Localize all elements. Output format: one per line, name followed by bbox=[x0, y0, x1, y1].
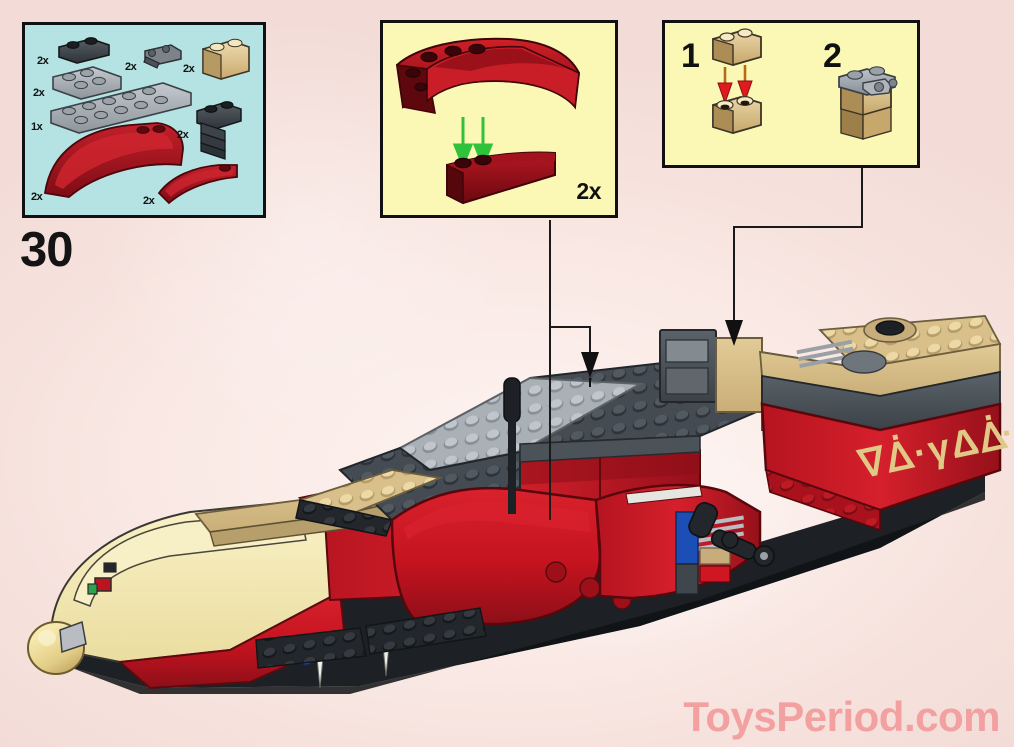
leader-line-b-horizontal bbox=[733, 226, 863, 228]
part-qty-5: 1x bbox=[31, 121, 43, 133]
piece-large-curved-slope bbox=[395, 37, 581, 115]
part-qty-2: 2x bbox=[125, 61, 137, 73]
leader-line-a-branch bbox=[589, 326, 591, 354]
sub-step-1-number: 1 bbox=[681, 37, 700, 75]
piece-small-curved-slope bbox=[446, 151, 556, 205]
sub-assembly-b-illustration bbox=[712, 28, 898, 140]
part-qty-3: 2x bbox=[183, 63, 195, 75]
step1-lower-brick bbox=[712, 95, 762, 134]
part-grey-plate-2x8 bbox=[50, 82, 192, 134]
sub-assembly-box-a: 2x bbox=[380, 20, 618, 218]
step2-result bbox=[838, 66, 898, 140]
sub-assembly-a-qty: 2x bbox=[576, 178, 601, 204]
leader-line-a-vertical bbox=[549, 220, 551, 520]
part-qty-1: 2x bbox=[37, 55, 49, 67]
leader-arrow-b bbox=[725, 320, 743, 346]
step1-arrows bbox=[717, 65, 753, 105]
part-qty-6: 2x bbox=[177, 129, 189, 141]
part-dark-bracket bbox=[196, 101, 242, 160]
sub-assembly-box-b: 1 2 bbox=[662, 20, 920, 168]
part-qty-7: 2x bbox=[31, 191, 43, 203]
leader-arrow-a-tail bbox=[589, 378, 591, 387]
sub-assembly-a-illustration bbox=[395, 37, 581, 205]
leader-line-b-vertical bbox=[733, 226, 735, 322]
part-red-curved-slope-small bbox=[157, 164, 238, 205]
parts-inventory-illustration bbox=[43, 37, 250, 205]
sub-step-2-number: 2 bbox=[823, 37, 842, 75]
part-grey-plate-2x3 bbox=[52, 66, 122, 100]
part-qty-4: 2x bbox=[33, 87, 45, 99]
step-number: 30 bbox=[20, 223, 74, 277]
parts-inventory-box: 2x 2x 2x 2x 1x 2x 2x 2x bbox=[22, 22, 266, 218]
leader-arrow-a bbox=[581, 352, 599, 378]
leader-line-b-right bbox=[861, 168, 863, 228]
part-red-curved-slope-large bbox=[43, 122, 184, 198]
part-tan-brick-1x2 bbox=[202, 38, 250, 80]
step1-upper-brick bbox=[712, 28, 762, 66]
part-small-hinge bbox=[143, 44, 182, 69]
leader-line-a-horizontal bbox=[549, 326, 591, 328]
part-qty-8: 2x bbox=[143, 195, 155, 207]
part-dark-plate-1x2 bbox=[58, 37, 110, 64]
watermark: ToysPeriod.com bbox=[683, 693, 1000, 740]
